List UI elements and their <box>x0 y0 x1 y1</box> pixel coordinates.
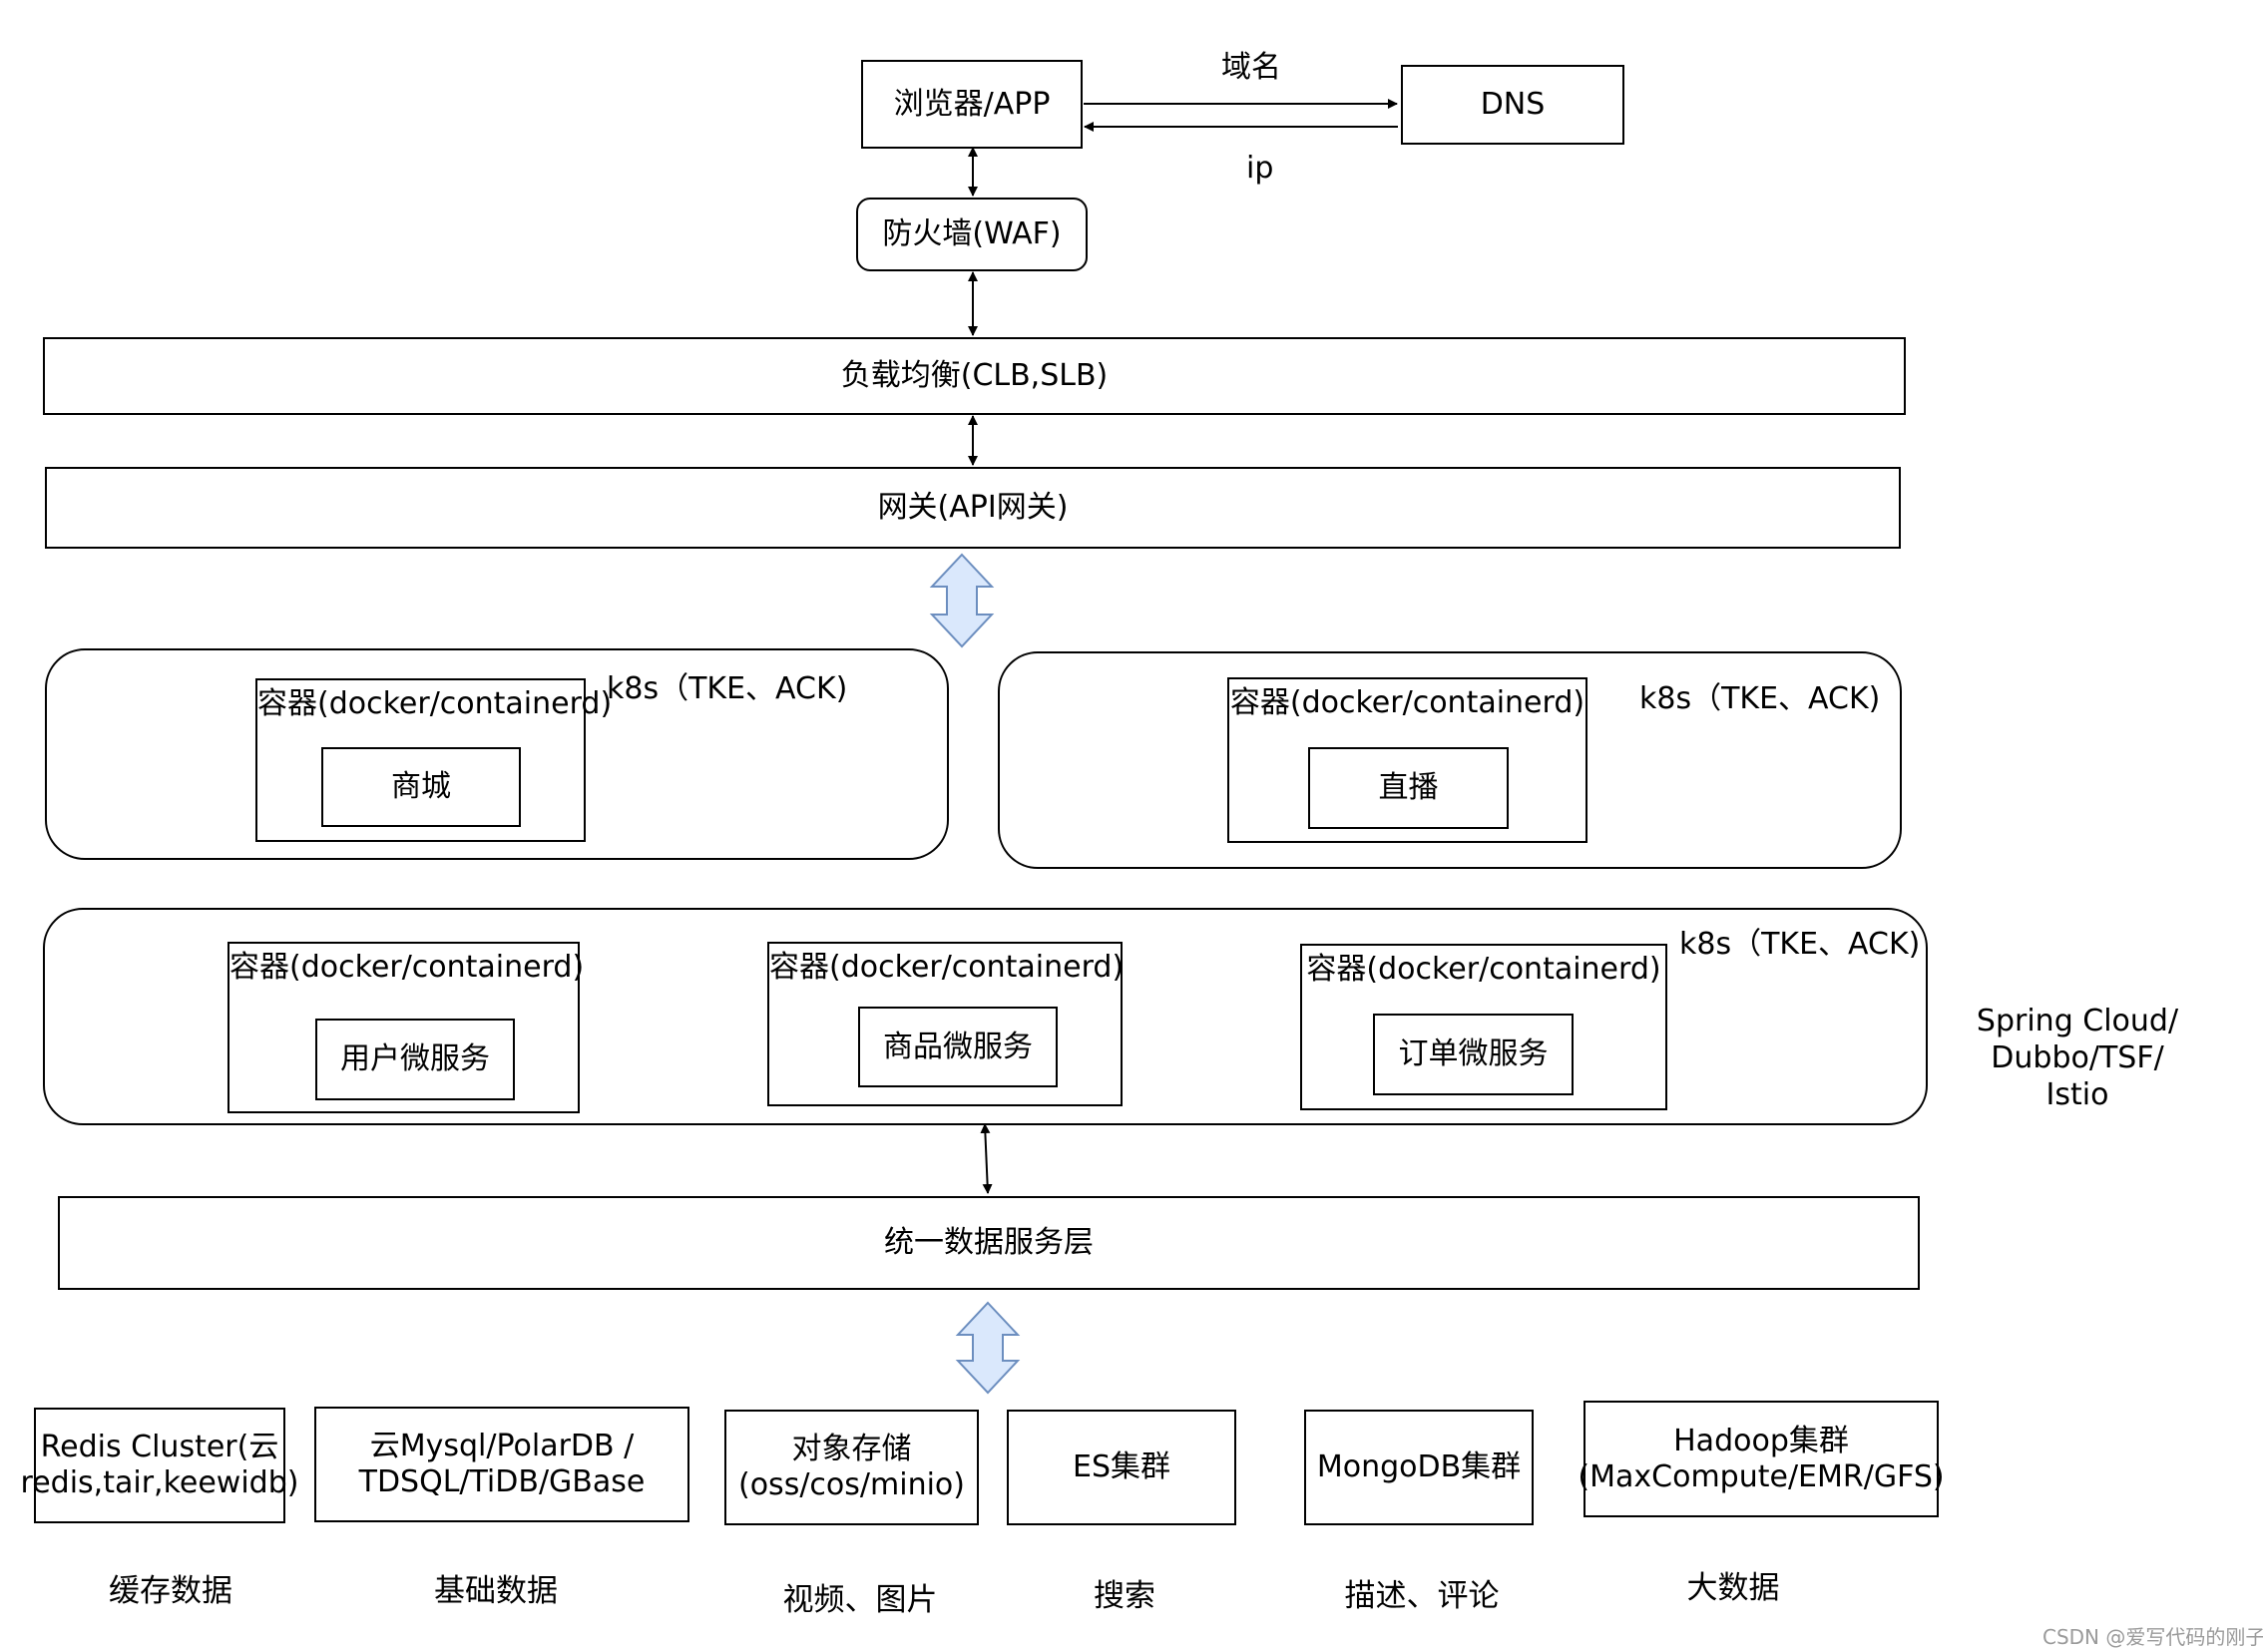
mesh-line-1: Spring Cloud/ <box>1976 1004 2179 1038</box>
gateway-label: 网关(API网关) <box>877 490 1069 525</box>
redis-box: Redis Cluster(云 redis,tair,keewidb) <box>21 1408 298 1523</box>
order-service-box: 订单微服务 <box>1373 1014 1574 1095</box>
hadoop-line-1: Hadoop集群 <box>1673 1423 1849 1458</box>
product-service-box: 商品微服务 <box>858 1007 1058 1087</box>
dns-box: DNS <box>1401 65 1624 145</box>
load-balancer-box: 负载均衡(CLB,SLB) <box>43 337 1906 415</box>
mongodb-box: MongoDB集群 <box>1304 1410 1534 1525</box>
container-label: 容器(docker/containerd) <box>1229 685 1585 720</box>
k8s-label-mall: k8s（TKE、ACK) <box>607 671 848 706</box>
mesh-line-2: Dubbo/TSF/ <box>1991 1040 2164 1075</box>
user-service-label: 用户微服务 <box>340 1041 490 1076</box>
es-label: ES集群 <box>1073 1449 1170 1484</box>
product-service-label: 商品微服务 <box>883 1029 1033 1064</box>
k8s-label-services: k8s（TKE、ACK) <box>1679 927 1921 962</box>
data-service-layer-label: 统一数据服务层 <box>884 1225 1094 1260</box>
object-storage-line-2: (oss/cos/minio) <box>738 1467 965 1502</box>
es-box: ES集群 <box>1007 1410 1236 1525</box>
data-storage-block-arrow <box>955 1301 1021 1395</box>
object-storage-line-1: 对象存储 <box>791 1432 912 1466</box>
container-label: 容器(docker/containerd) <box>257 686 613 721</box>
redis-caption: 缓存数据 <box>109 1573 232 1609</box>
service-mesh-label: Spring Cloud/ Dubbo/TSF/ Istio <box>1968 1003 2187 1113</box>
hadoop-line-2: (MaxCompute/EMR/GFS) <box>1578 1458 1945 1494</box>
hadoop-box: Hadoop集群 (MaxCompute/EMR/GFS) <box>1578 1401 1945 1517</box>
data-service-layer-box: 统一数据服务层 <box>58 1196 1920 1290</box>
mysql-caption: 基础数据 <box>434 1573 558 1609</box>
k8s-label-live: k8s（TKE、ACK) <box>1639 681 1881 716</box>
container-label: 容器(docker/containerd) <box>229 950 585 985</box>
mall-label: 商城 <box>391 769 451 804</box>
mongodb-label: MongoDB集群 <box>1316 1449 1522 1484</box>
mesh-line-3: Istio <box>2045 1077 2109 1112</box>
waf-box: 防火墙(WAF) <box>856 198 1088 271</box>
container-label: 容器(docker/containerd) <box>1306 952 1661 987</box>
order-service-label: 订单微服务 <box>1398 1036 1549 1071</box>
load-balancer-label: 负载均衡(CLB,SLB) <box>840 358 1109 393</box>
user-service-box: 用户微服务 <box>315 1019 515 1100</box>
services-data-arrow <box>980 1123 993 1194</box>
browser-app-label: 浏览器/APP <box>893 86 1051 122</box>
live-box: 直播 <box>1308 747 1509 829</box>
mysql-line-2: TDSQL/TiDB/GBase <box>358 1464 646 1499</box>
dns-label: DNS <box>1480 87 1546 122</box>
mysql-line-1: 云Mysql/PolarDB / <box>369 1429 635 1463</box>
hadoop-caption: 大数据 <box>1686 1570 1780 1606</box>
redis-line-2: redis,tair,keewidb) <box>20 1465 299 1500</box>
watermark: CSDN @爱写代码的刚子 <box>2042 1625 2263 1649</box>
mongodb-caption: 描述、评论 <box>1344 1578 1500 1614</box>
live-label: 直播 <box>1378 770 1439 805</box>
domain-label: 域名 <box>1221 50 1281 85</box>
object-storage-caption: 视频、图片 <box>782 1582 938 1618</box>
gateway-box: 网关(API网关) <box>45 467 1901 549</box>
ip-label: ip <box>1246 151 1274 186</box>
browser-app-box: 浏览器/APP <box>861 60 1083 149</box>
mysql-box: 云Mysql/PolarDB / TDSQL/TiDB/GBase <box>314 1407 689 1522</box>
es-caption: 搜索 <box>1094 1578 1155 1614</box>
redis-line-1: Redis Cluster(云 <box>40 1430 279 1464</box>
container-label: 容器(docker/containerd) <box>769 950 1125 985</box>
waf-label: 防火墙(WAF) <box>882 216 1062 251</box>
object-storage-box: 对象存储 (oss/cos/minio) <box>724 1410 979 1525</box>
gateway-k8s-block-arrow <box>929 553 995 648</box>
mall-box: 商城 <box>321 747 521 827</box>
